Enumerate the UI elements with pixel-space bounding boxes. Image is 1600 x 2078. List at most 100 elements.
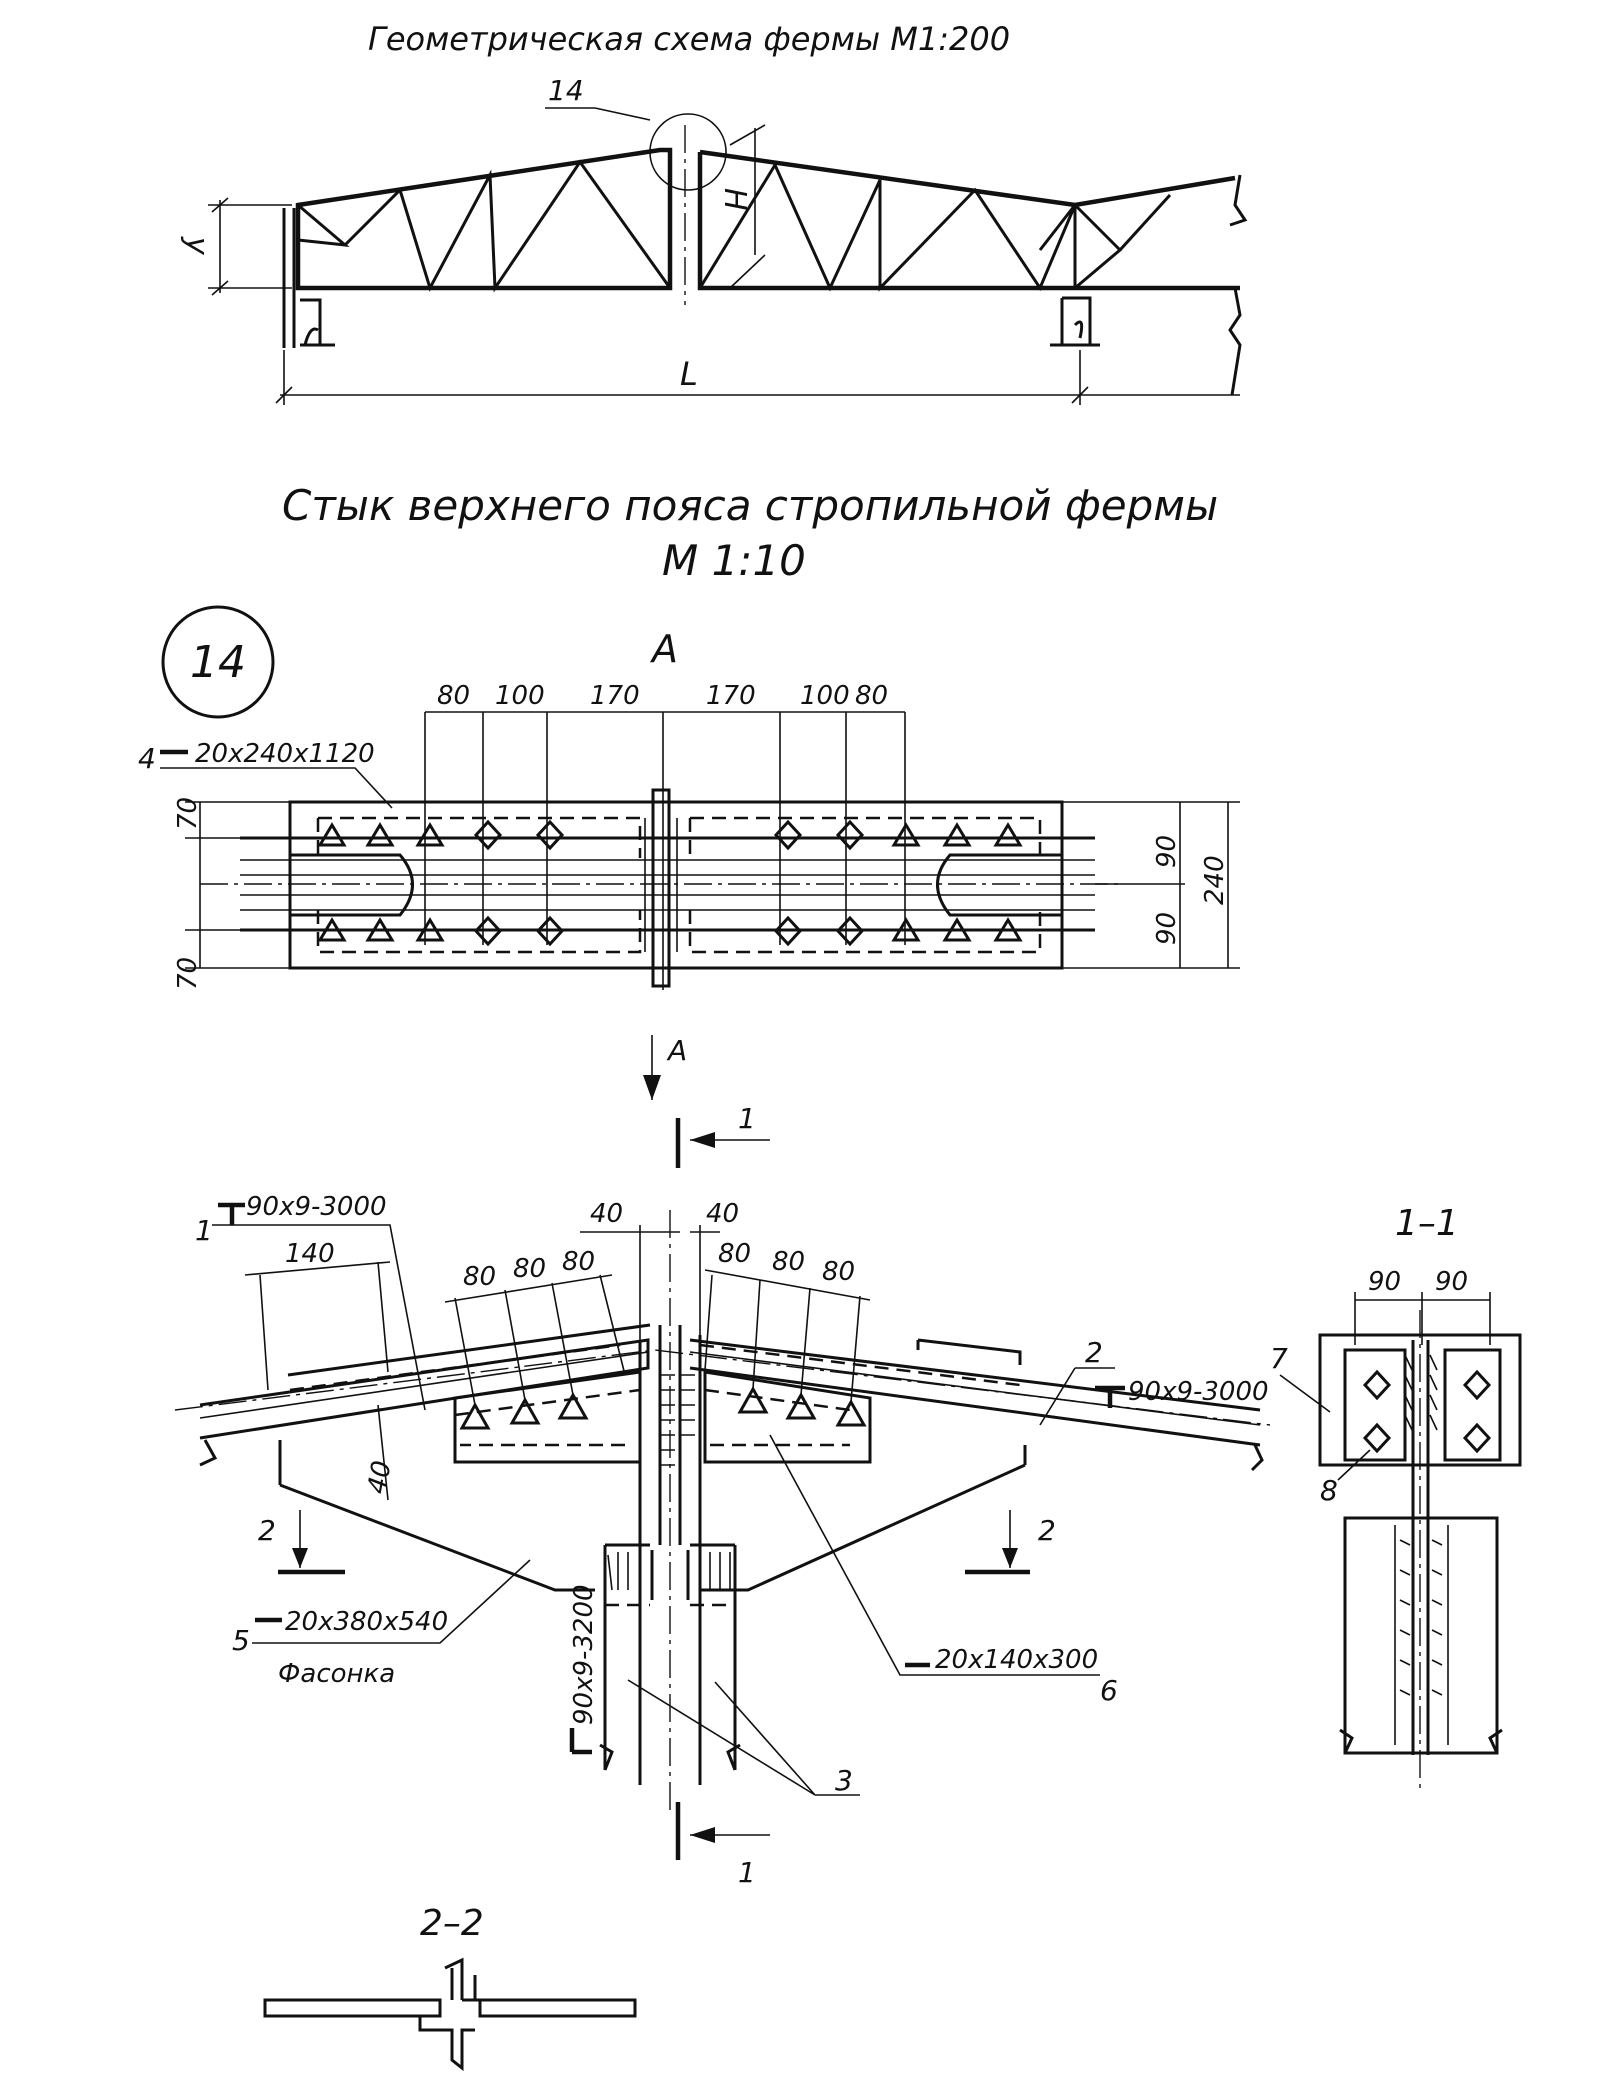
section-lower-breaks [1339, 1728, 1503, 1754]
part1-mark: 1 [195, 1214, 213, 1247]
left-chord-flange [199, 1351, 649, 1419]
part2-angle-symbol [1095, 1385, 1125, 1408]
span-dimension [275, 350, 1240, 405]
main-bolts [459, 1385, 867, 1430]
part1-leader [212, 1224, 426, 1411]
section-weld-ticks [1404, 1354, 1438, 1431]
section-2-2-title: 2–2 [420, 1903, 484, 1944]
top-dim-2: 100 [495, 681, 545, 711]
view-a-label: А [649, 627, 678, 671]
part7-mark: 7 [1270, 1342, 1288, 1375]
part3-leaders [627, 1679, 860, 1796]
support-height-label: y [179, 236, 214, 256]
part2-mark: 2 [1085, 1336, 1103, 1369]
hidden-angles [316, 816, 1042, 954]
right-dimension-lines [1062, 801, 1240, 969]
part3-spec: 90x9-3200 [569, 1584, 599, 1725]
top-dim-5: 100 [800, 681, 850, 711]
top-dim-4: 170 [706, 681, 756, 711]
part6-mark: 6 [1100, 1674, 1118, 1707]
dim-40-vertical: 40 [362, 1458, 397, 1496]
top-cover-plates [287, 1323, 1022, 1377]
section-2-2-gusset [263, 1998, 637, 2018]
geometry-title: Геометрическая схема фермы М1:200 [368, 20, 1010, 58]
part1-angle-symbol [218, 1202, 245, 1225]
section-1-1-dim-left: 90 [1368, 1267, 1401, 1297]
part5-leader [252, 1559, 531, 1644]
part6-spec: 20x140x300 [935, 1645, 1098, 1675]
right-80-dims [704, 1269, 871, 1403]
right-slot [936, 853, 1062, 917]
main-view: А 1 1 [174, 1034, 1271, 1889]
height-dimension [729, 124, 766, 289]
gusset-weld-lines [644, 818, 678, 952]
right-dim-top: 90 [1152, 835, 1182, 868]
joint-scale: М 1:10 [662, 536, 806, 585]
section-2-label-left: 2 [258, 1514, 276, 1547]
right-half-web [698, 161, 1172, 292]
dim-40-vertical-line [377, 1404, 389, 1501]
dim-40-lines [580, 1225, 720, 1340]
section-1-label-top: 1 [738, 1102, 756, 1135]
right-upper-chord [689, 1338, 1261, 1447]
node-number-circle [161, 605, 275, 719]
plate-mark: 4 [138, 742, 156, 775]
section-2-2-angles [418, 1957, 490, 2072]
center-vertical-plate [638, 1325, 702, 1785]
vertical-weld-ticks [607, 1552, 731, 1591]
vertical-angles [603, 1543, 737, 1770]
left-dim-bottom: 70 [173, 957, 203, 990]
right-dim-bottom: 90 [1152, 912, 1182, 945]
part2-leader [1039, 1367, 1115, 1426]
node-number: 14 [190, 637, 246, 688]
support-height-dimension [208, 197, 292, 296]
section-1-1-dim-right: 90 [1435, 1267, 1468, 1297]
section-1-arrow-heads [690, 1132, 715, 1843]
chord-axis [174, 1349, 1271, 1426]
plate-6-hidden [454, 1388, 851, 1447]
left-column [282, 208, 296, 348]
part3-mark: 3 [835, 1764, 853, 1797]
plate-leader [160, 767, 393, 809]
dim-40-right: 40 [706, 1199, 739, 1229]
left-half-web [297, 159, 672, 293]
left-80-dims [444, 1274, 626, 1406]
view-arrow-head [643, 1075, 661, 1100]
weld-ticks [660, 1374, 695, 1466]
section-1-label-bottom: 1 [738, 1856, 756, 1889]
dim-140-lines [244, 1261, 391, 1391]
joint-title: Стык верхнего пояса стропильной фермы [282, 481, 1218, 530]
right-half-truss-outline [697, 149, 1240, 291]
break-line-top [1229, 174, 1248, 227]
right-dim-80-1: 80 [718, 1239, 751, 1269]
node-callout-circle [649, 113, 727, 191]
right-break [1250, 1444, 1264, 1472]
span-label: L [680, 355, 698, 393]
view-a: 14 А 4 20x240x1120 [138, 605, 1240, 990]
top-dimension-lines [424, 711, 906, 990]
section-lower-flanges [1394, 1525, 1449, 1745]
top-dim-1: 80 [437, 681, 470, 711]
left-slot [290, 853, 414, 917]
section-bolts [1362, 1369, 1492, 1454]
dim-140: 140 [285, 1239, 335, 1269]
part5-spec: 20x380x540 [285, 1607, 448, 1637]
section-1-1-dims [1354, 1292, 1491, 1345]
right-dim-total: 240 [1200, 855, 1230, 905]
top-dim-6: 80 [855, 681, 888, 711]
bolt-holes [317, 819, 1023, 947]
gusset-plate [278, 1440, 1027, 1592]
right-dim-80-2: 80 [772, 1247, 805, 1277]
section-lower-welds [1399, 1539, 1443, 1696]
geometry-scheme: Геометрическая схема фермы М1:200 14 H y… [179, 20, 1248, 405]
part8-mark: 8 [1320, 1474, 1338, 1507]
right-dim-80-3: 80 [822, 1257, 855, 1287]
section-2-label-right: 2 [1038, 1514, 1056, 1547]
section-1-1-title: 1–1 [1395, 1203, 1459, 1244]
section-2-2: 2–2 [263, 1903, 637, 2072]
callout-number: 14 [548, 74, 584, 107]
part3-angle-symbol [569, 1728, 592, 1755]
center-gusset-edge [651, 788, 671, 988]
left-dim-top: 70 [173, 797, 203, 830]
